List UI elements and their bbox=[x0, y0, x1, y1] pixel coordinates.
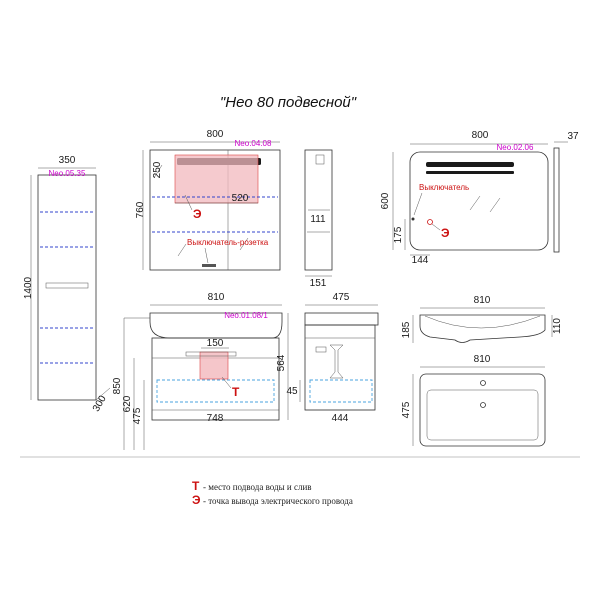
switch-offset-label: 144 bbox=[412, 255, 429, 266]
vanity-low-height-label: 475 bbox=[132, 407, 143, 424]
vanity-cabinet-body bbox=[151, 337, 280, 421]
drawing-title: "Нео 80 подвесной" bbox=[220, 94, 357, 111]
vanity-handle bbox=[185, 351, 237, 357]
sink-side-width-label: 810 bbox=[474, 295, 491, 306]
leader-line bbox=[204, 247, 209, 264]
leader-line bbox=[221, 376, 232, 389]
vanity-unit: Т 810 Neo.01.08/1 150 748 850 620 475 56… bbox=[112, 292, 289, 450]
mirror-reflection-line bbox=[153, 164, 163, 179]
cabinet-height-label: 760 bbox=[135, 201, 146, 218]
mirror-reflection-line bbox=[469, 195, 481, 211]
mirror-reflection-line bbox=[177, 243, 187, 257]
pencil-width-label: 350 bbox=[59, 155, 76, 166]
sink-bowl-curve bbox=[424, 315, 541, 329]
mirror-cabinet-side: 151 111 bbox=[304, 149, 333, 289]
side-depth-label: 151 bbox=[310, 278, 327, 289]
drawer-height-label: 45 bbox=[286, 386, 298, 397]
pencil-case: 350 Neo.05.35 1400 300 bbox=[23, 155, 111, 414]
sink-rim-label: 110 bbox=[552, 318, 563, 334]
cabinet-side-body bbox=[304, 149, 333, 271]
pipe-width-label: 150 bbox=[207, 338, 224, 349]
sink-top-body bbox=[419, 373, 546, 447]
cabinet-width-label: 800 bbox=[207, 129, 224, 140]
sink-side-view: 810 185 110 bbox=[401, 295, 563, 343]
vanity-model-code: Neo.01.08/1 bbox=[224, 311, 268, 320]
leader-line bbox=[184, 194, 193, 211]
switch-label: Выключатель bbox=[419, 183, 469, 192]
legend: Т - место подвода воды и слив Э - точка … bbox=[192, 479, 353, 507]
legend-text-electric: - точка вывода электрического провода bbox=[203, 496, 353, 506]
drain-outline bbox=[156, 379, 275, 403]
legend-text-water: - место подвода воды и слив bbox=[203, 482, 312, 492]
pencil-case-body bbox=[37, 174, 97, 401]
leader-line bbox=[431, 223, 441, 231]
pencil-height-label: 1400 bbox=[23, 276, 34, 299]
zone-width-label: 520 bbox=[232, 193, 249, 204]
legend-mark-t: Т bbox=[192, 479, 200, 493]
vanity-side-top bbox=[304, 312, 379, 326]
mirror-side: 37 bbox=[553, 131, 579, 253]
drain-pipe-icon bbox=[315, 346, 327, 353]
plumbing-zone bbox=[199, 351, 229, 380]
vanity-mid-height-label: 620 bbox=[122, 395, 133, 412]
side-shelf-label: 111 bbox=[310, 214, 326, 225]
mirror-depth-label: 37 bbox=[567, 131, 579, 142]
mirror-reflection-line bbox=[239, 237, 249, 251]
sink-side-body bbox=[419, 314, 546, 343]
switch-icon bbox=[411, 217, 415, 221]
plumbing-mark-t: Т bbox=[232, 385, 240, 399]
dimension-line bbox=[95, 387, 111, 401]
mirror-light-bar bbox=[426, 171, 514, 174]
cabinet-height-label: 564 bbox=[276, 354, 287, 371]
legend-mark-e: Э bbox=[192, 493, 201, 507]
sink-top-view: 810 475 bbox=[401, 354, 546, 447]
vanity-side: 475 444 45 bbox=[286, 292, 379, 424]
sink-bowl bbox=[426, 389, 539, 441]
faucet-hole-icon bbox=[480, 380, 486, 386]
drain-hole-icon bbox=[480, 402, 486, 408]
pencil-depth-label: 300 bbox=[91, 393, 109, 413]
electrical-point-icon bbox=[427, 219, 433, 225]
drain-outline bbox=[309, 379, 373, 403]
electrical-mark-e: Э bbox=[193, 207, 202, 221]
socket-icon bbox=[202, 264, 216, 267]
mirror-cabinet-body bbox=[149, 149, 281, 271]
sink-side-height-label: 185 bbox=[401, 321, 412, 338]
siphon-icon bbox=[329, 344, 344, 379]
vanity-inner-width-label: 748 bbox=[207, 413, 224, 424]
zone-height-label: 250 bbox=[152, 161, 163, 178]
sink-top-width-label: 810 bbox=[474, 354, 491, 365]
vanity-width-label: 810 bbox=[208, 292, 225, 303]
pencil-model-code: Neo.05.35 bbox=[49, 169, 86, 178]
mirror-height-label: 600 bbox=[380, 192, 391, 209]
side-hinge-icon bbox=[315, 154, 325, 165]
cabinet-model-code: Neo.04.08 bbox=[235, 139, 272, 148]
socket-label: Выключатель-розетка bbox=[187, 238, 269, 247]
mirror-side-body bbox=[553, 147, 560, 253]
pencil-case-handle bbox=[45, 282, 89, 289]
mirror-cabinet: 800 Neo.04.08 760 250 520 Э Выключатель-… bbox=[135, 129, 281, 271]
sink-top-depth-label: 475 bbox=[401, 401, 412, 418]
electrical-mark-e: Э bbox=[441, 226, 450, 240]
leader-line bbox=[413, 192, 423, 216]
vanity-depth-label: 475 bbox=[333, 292, 350, 303]
mirror-light-bar bbox=[426, 162, 514, 167]
mirror-body bbox=[409, 151, 549, 251]
mirror-model-code: Neo.02.06 bbox=[497, 143, 534, 152]
mirror-reflection-line bbox=[489, 197, 501, 213]
vanity-total-height-label: 850 bbox=[112, 377, 123, 394]
mirror: 800 Neo.02.06 600 Выключатель Э 175 144 bbox=[380, 130, 549, 266]
mirror-width-label: 800 bbox=[472, 130, 489, 141]
switch-height-label: 175 bbox=[393, 226, 404, 243]
vanity-inner-depth-label: 444 bbox=[332, 413, 349, 424]
